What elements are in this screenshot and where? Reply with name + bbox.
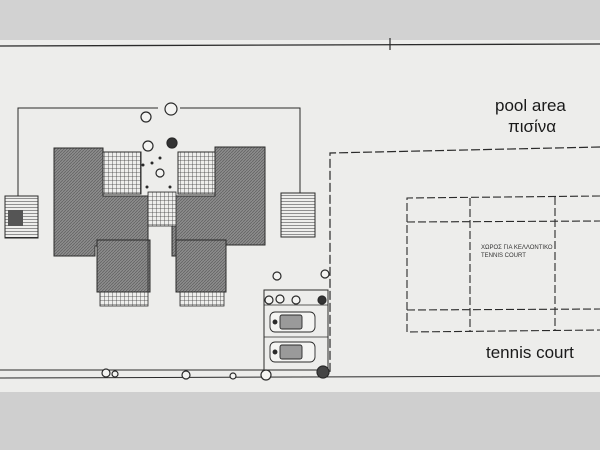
tennis-court-label: tennis court [486,343,574,362]
trees [101,102,330,381]
pool-area-label-greek: πισίνα [508,117,557,136]
car-top [269,311,316,333]
top-border-line [0,43,600,47]
central-courtyard [147,191,177,227]
court-label-greek: ΧΩΡΟΣ ΓΙΑ ΚΕΛΛΟΝΤΙΚΟ [481,245,553,251]
left-villa [53,147,151,307]
car-bottom [269,341,316,363]
right-stairs [280,192,316,238]
court-label-english: TENNIS COURT [481,253,526,259]
pool-area-boundary [329,146,600,374]
parking-area [263,289,329,371]
pool-area-label: pool area [495,96,566,115]
tennis-court-outline [406,195,600,333]
right-villa [171,146,266,307]
